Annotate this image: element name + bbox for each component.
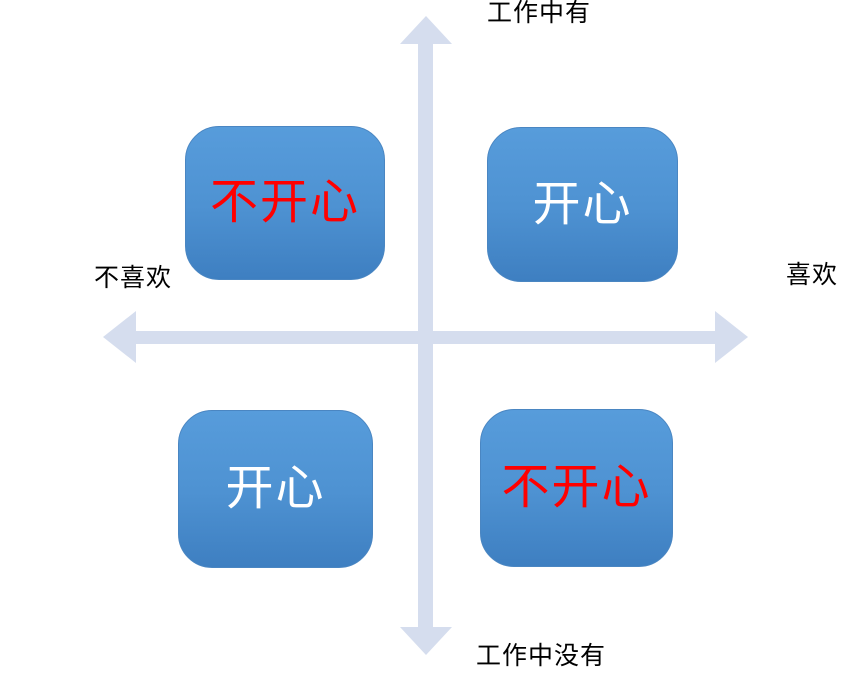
quadrant-box-top-right: 开心 (487, 127, 678, 282)
horizontal-axis-line (134, 331, 717, 344)
quadrant-box-top-left: 不开心 (185, 126, 385, 280)
axis-label-right: 喜欢 (786, 262, 839, 289)
arrow-right-icon (715, 311, 748, 363)
axis-label-left: 不喜欢 (94, 265, 173, 292)
quadrant-box-bottom-right: 不开心 (480, 409, 673, 567)
quadrant-box-bottom-left: 开心 (178, 410, 373, 568)
arrow-up-icon (400, 16, 452, 44)
arrow-down-icon (400, 627, 452, 655)
quadrant-label-bottom-right: 不开心 (501, 461, 652, 514)
axis-label-bottom: 工作中没有 (476, 643, 607, 670)
axis-label-top: 工作中有 (487, 0, 592, 27)
quadrant-label-top-left: 不开心 (209, 176, 360, 229)
quadrant-label-top-right: 开心 (532, 177, 633, 231)
quadrant-label-bottom-left: 开心 (225, 462, 326, 515)
arrow-left-icon (103, 311, 136, 363)
